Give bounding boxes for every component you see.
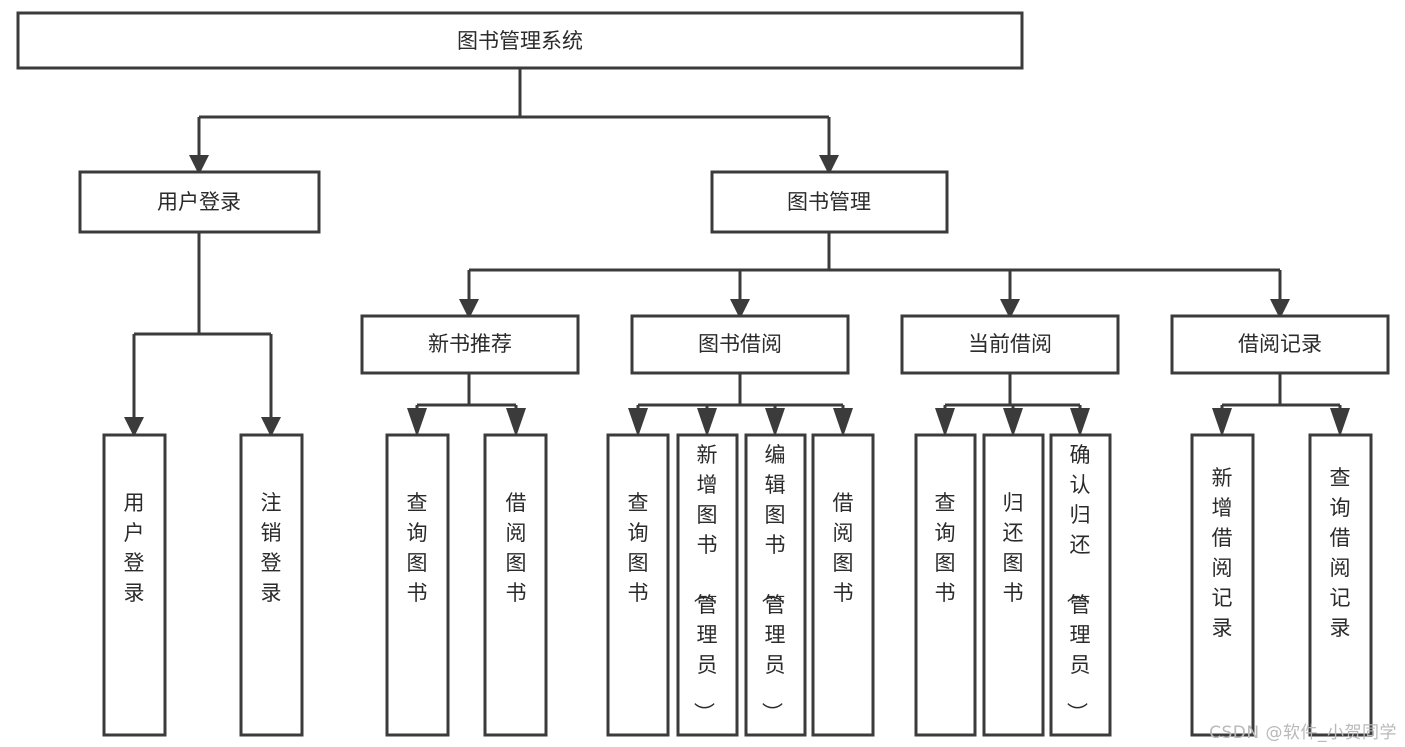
node-current-borrow-box[interactable]: [900, 314, 1120, 375]
node-leaf-user-login-box[interactable]: [102, 433, 167, 737]
node-leaf-recommend-borrow-book-box[interactable]: [483, 433, 548, 737]
node-leaf-borrow-edit-book-box[interactable]: [744, 433, 807, 737]
node-leaf-recommend-query-book[interactable]: 查询图书: [385, 433, 450, 737]
node-leaf-record-add-record-box[interactable]: [1190, 433, 1255, 737]
node-leaf-borrow-edit-book[interactable]: 编辑图书（管理员）: [744, 433, 807, 737]
node-root[interactable]: 图书管理系统: [16, 11, 1024, 70]
arrowhead-record-query: [1330, 408, 1350, 437]
node-leaf-user-login-label: 用户登录: [124, 491, 145, 605]
node-leaf-current-confirm-return-label: 确认归还（管理员）: [1065, 443, 1091, 723]
node-leaf-record-add-record-label: 新增借阅记录: [1212, 466, 1233, 640]
node-book-management-box[interactable]: [710, 170, 949, 234]
node-leaf-current-return-book-label: 归还图书: [1003, 491, 1024, 605]
node-book-management[interactable]: 图书管理: [710, 170, 949, 234]
csdn-watermark: CSDN @软件_小贺同学: [1209, 723, 1397, 743]
node-new-book-recommend[interactable]: 新书推荐: [360, 314, 580, 375]
node-book-borrow-box[interactable]: [630, 314, 850, 375]
node-leaf-borrow-query-book-box[interactable]: [606, 433, 670, 737]
node-leaf-recommend-query-book-box[interactable]: [385, 433, 450, 737]
node-borrow-record-box[interactable]: [1170, 314, 1390, 375]
node-user-login[interactable]: 用户登录: [78, 170, 321, 234]
node-leaf-current-return-book[interactable]: 归还图书: [982, 433, 1045, 737]
arrowhead-recommend-borrow: [506, 408, 526, 437]
node-user-login-label: 用户登录: [157, 190, 241, 214]
node-leaf-user-logout-box[interactable]: [239, 433, 304, 737]
node-leaf-record-add-record[interactable]: 新增借阅记录: [1190, 433, 1255, 737]
connector-layer: [124, 68, 1350, 437]
node-leaf-borrow-add-book-label: 新增图书（管理员）: [692, 443, 718, 723]
arrowhead-leaf-user-login: [124, 417, 144, 437]
arrowhead-borrow-query: [628, 408, 648, 437]
arrowhead-current-query: [935, 408, 955, 437]
arrowhead-user-login: [189, 155, 209, 175]
node-book-borrow-label: 图书借阅: [698, 332, 782, 356]
arrowhead-current-confirm: [1070, 408, 1090, 437]
node-leaf-current-query-book-box[interactable]: [914, 433, 977, 737]
node-leaf-user-logout-label: 注销登录: [261, 491, 282, 605]
arrowhead-record-add: [1212, 408, 1232, 437]
node-leaf-current-return-book-box[interactable]: [982, 433, 1045, 737]
node-leaf-record-query-record[interactable]: 查询借阅记录: [1308, 433, 1373, 737]
node-current-borrow-label: 当前借阅: [968, 332, 1052, 356]
arrowhead-book-management: [819, 155, 839, 175]
arrowhead-borrow-borrow: [833, 408, 853, 437]
arrowhead-borrow-add: [697, 408, 717, 437]
node-root-label: 图书管理系统: [457, 29, 583, 53]
arrowhead-leaf-user-logout: [261, 417, 281, 437]
node-root-box[interactable]: [16, 11, 1024, 70]
node-leaf-recommend-borrow-book[interactable]: 借阅图书: [483, 433, 548, 737]
arrowhead-current-borrow: [1000, 299, 1020, 319]
node-book-management-label: 图书管理: [787, 190, 871, 214]
node-leaf-borrow-borrow-book[interactable]: 借阅图书: [811, 433, 875, 737]
node-leaf-recommend-query-book-label: 查询图书: [407, 491, 428, 605]
arrowhead-new-book-recommend: [459, 299, 479, 319]
node-leaf-borrow-query-book-label: 查询图书: [628, 491, 649, 605]
node-book-borrow[interactable]: 图书借阅: [630, 314, 850, 375]
node-leaf-record-query-record-box[interactable]: [1308, 433, 1373, 737]
node-current-borrow[interactable]: 当前借阅: [900, 314, 1120, 375]
node-leaf-borrow-edit-book-label: 编辑图书（管理员）: [760, 443, 786, 723]
node-leaf-borrow-add-book[interactable]: 新增图书（管理员）: [676, 433, 739, 737]
node-borrow-record[interactable]: 借阅记录: [1170, 314, 1390, 375]
node-leaf-borrow-borrow-book-label: 借阅图书: [833, 491, 854, 605]
node-leaf-user-login[interactable]: 用户登录: [102, 433, 167, 737]
node-leaf-user-logout[interactable]: 注销登录: [239, 433, 304, 737]
arrowhead-book-borrow: [730, 299, 750, 319]
node-leaf-current-query-book[interactable]: 查询图书: [914, 433, 977, 737]
node-borrow-record-label: 借阅记录: [1238, 332, 1322, 356]
node-leaf-record-query-record-label: 查询借阅记录: [1330, 466, 1351, 640]
arrowhead-current-return: [1003, 408, 1023, 437]
node-new-book-recommend-box[interactable]: [360, 314, 580, 375]
arrowhead-borrow-record: [1270, 299, 1290, 319]
node-leaf-recommend-borrow-book-label: 借阅图书: [506, 491, 527, 605]
node-leaf-borrow-borrow-book-box[interactable]: [811, 433, 875, 737]
arrowhead-recommend-query: [407, 408, 427, 437]
arrowhead-borrow-edit: [765, 408, 785, 437]
node-leaf-borrow-add-book-box[interactable]: [676, 433, 739, 737]
node-leaf-current-query-book-label: 查询图书: [935, 491, 956, 605]
node-leaf-borrow-query-book[interactable]: 查询图书: [606, 433, 670, 737]
node-user-login-box[interactable]: [78, 170, 321, 234]
node-leaf-current-confirm-return[interactable]: 确认归还（管理员）: [1049, 433, 1112, 737]
node-new-book-recommend-label: 新书推荐: [428, 332, 512, 356]
node-leaf-current-confirm-return-box[interactable]: [1049, 433, 1112, 737]
